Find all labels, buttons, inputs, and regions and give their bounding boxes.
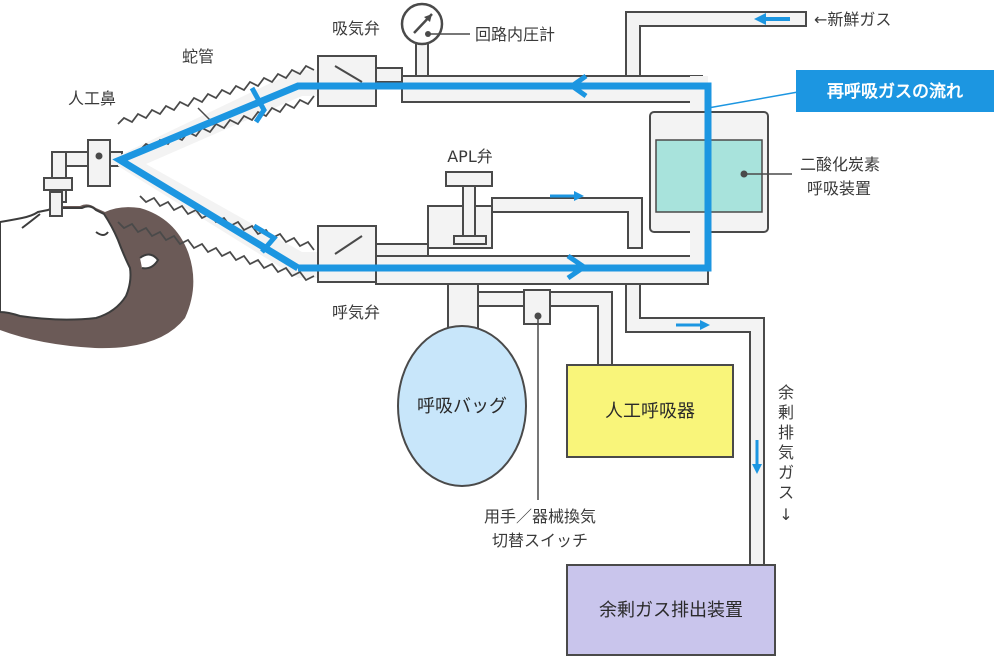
co2-absorber-label-1: 二酸化炭素 (800, 155, 880, 174)
flow-arrowhead (252, 223, 278, 254)
breathing-bag-label: 呼吸バッグ (417, 396, 507, 417)
rebreathing-flow-path (112, 73, 799, 281)
fresh-gas-pipe (625, 11, 807, 77)
flow-title: 再呼吸ガスの流れ (827, 81, 963, 102)
excess-gas-char: ガ (778, 463, 794, 482)
scavenger-device (566, 564, 776, 656)
ventilator[interactable] (566, 364, 734, 458)
excess-gas-char: ↓ (779, 505, 792, 524)
expiratory-valve-label: 呼気弁 (332, 303, 380, 322)
excess-gas-vertical-label: 余 剰 排 気 ガ ス ↓ (778, 383, 794, 524)
switch-label-1: 用手／器械換気 (484, 507, 596, 526)
corrugated-tube-label: 蛇管 (182, 47, 214, 66)
inspiratory-valve (317, 55, 403, 107)
breathing-bag[interactable] (397, 325, 527, 487)
expiratory-valve (317, 225, 377, 283)
artificial-nose-label: 人工鼻 (68, 89, 116, 108)
flow-arrowhead (567, 73, 588, 99)
scavenger-label: 余剰ガス排出装置 (599, 600, 743, 621)
flow-title-box (796, 70, 994, 112)
ventilator-label: 人工呼吸器 (605, 401, 695, 422)
excess-gas-char: 気 (778, 443, 794, 462)
excess-gas-char: 剰 (778, 403, 794, 422)
inspiratory-valve-label: 吸気弁 (332, 19, 380, 38)
excess-gas-char: 余 (778, 383, 794, 402)
pressure-gauge (400, 2, 470, 81)
apl-valve (427, 171, 643, 249)
flow-arrowhead (249, 86, 267, 124)
excess-gas-char: 排 (778, 423, 794, 442)
excess-gas-char: ス (778, 483, 794, 502)
co2-absorber-label-2: 呼吸装置 (807, 179, 871, 198)
pressure-gauge-label: 回路内圧計 (475, 25, 555, 44)
fresh-gas-label: ←新鮮ガス (814, 10, 891, 29)
flow-arrowhead (566, 253, 589, 281)
switch-label-2: 切替スイッチ (492, 531, 588, 550)
apl-valve-label: APL弁 (447, 147, 493, 166)
artificial-nose (43, 139, 123, 217)
patient-head (0, 204, 194, 349)
co2-absorber (649, 111, 792, 233)
